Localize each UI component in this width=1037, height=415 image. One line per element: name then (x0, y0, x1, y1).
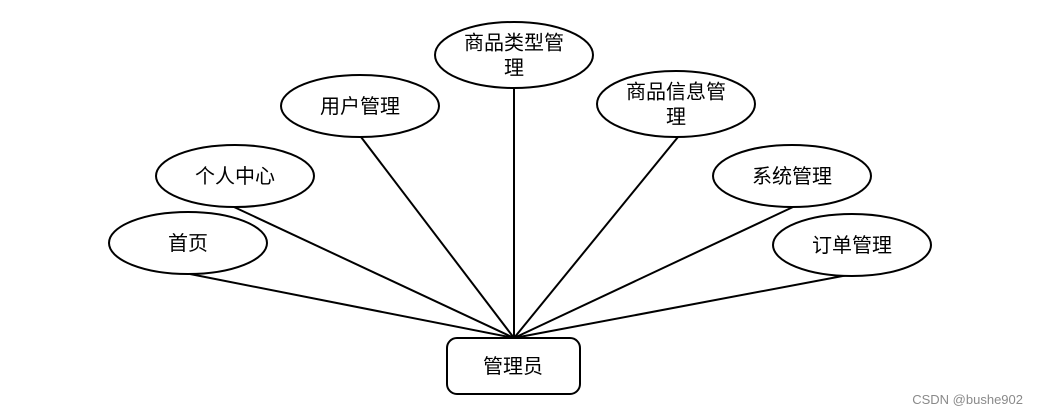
cropped-caption-text: …… 管理员 …… 功能 …… 如图 …… (70, 0, 442, 19)
node-ellipse-product-info-management (596, 70, 756, 138)
node-label-product-type-management: 理 (504, 56, 524, 80)
diagram-edges (189, 88, 849, 339)
edge-system-management (513, 206, 794, 339)
edge-user-management (360, 136, 515, 339)
node-ellipse-system-management (712, 144, 872, 208)
edge-home (189, 273, 515, 339)
edge-product-info-management (513, 136, 679, 339)
root-label: 管理员 (483, 354, 543, 378)
root-node: 管理员 (446, 337, 581, 395)
watermark: CSDN @bushe902 (912, 392, 1023, 407)
node-label-personal-center: 个人中心 (195, 164, 275, 188)
node-label-product-info-management: 理 (666, 105, 686, 129)
node-ellipse-order-management (772, 213, 932, 277)
node-personal-center: 个人中心 (155, 144, 315, 208)
node-ellipse-user-management (280, 74, 440, 138)
edge-personal-center (233, 206, 515, 339)
node-label-product-info-management: 商品信息管 (626, 80, 726, 104)
edge-order-management (513, 274, 849, 339)
node-label-system-management: 系统管理 (752, 164, 832, 188)
node-user-management: 用户管理 (280, 74, 440, 138)
node-ellipse-home (108, 211, 268, 275)
node-label-order-management: 订单管理 (812, 233, 892, 257)
node-order-management: 订单管理 (772, 213, 932, 277)
node-home: 首页 (108, 211, 268, 275)
node-ellipse-product-type-management (434, 21, 594, 89)
node-label-product-type-management: 商品类型管 (464, 31, 564, 55)
root-box (446, 337, 581, 395)
node-label-user-management: 用户管理 (320, 94, 400, 118)
node-label-home: 首页 (168, 231, 208, 255)
node-system-management: 系统管理 (712, 144, 872, 208)
node-ellipse-personal-center (155, 144, 315, 208)
